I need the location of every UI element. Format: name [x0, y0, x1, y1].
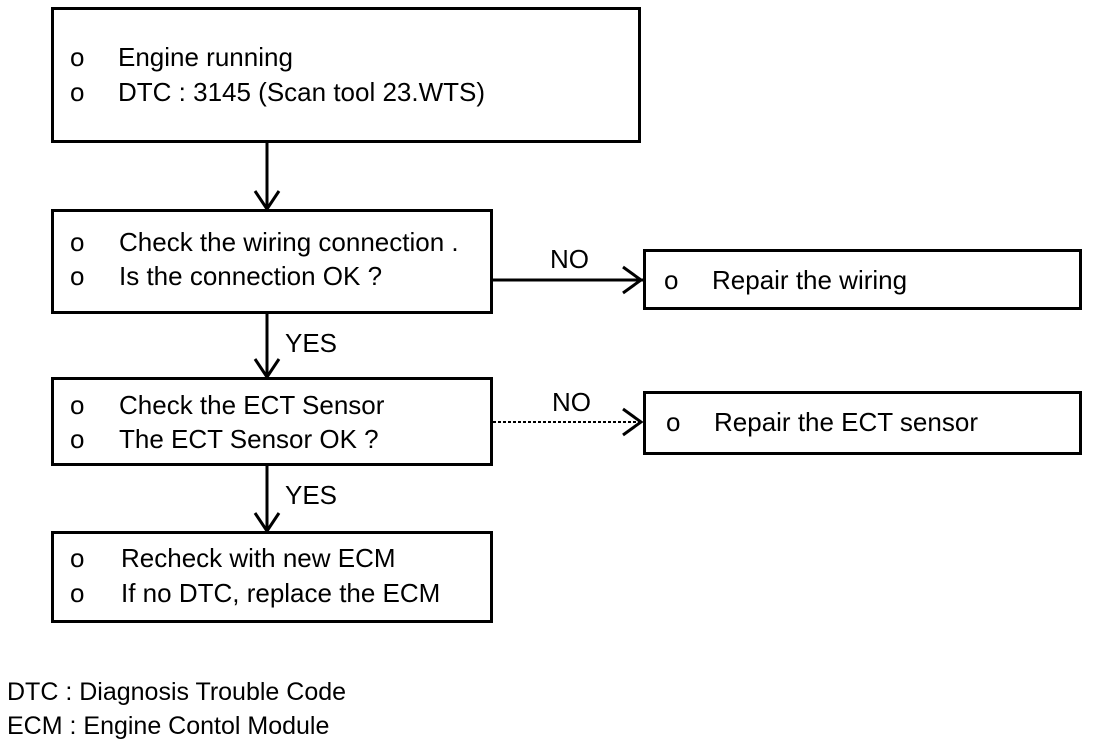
legend-ecm: ECM : Engine Contol Module	[7, 712, 330, 740]
arrow-start-to-wiring	[253, 143, 281, 212]
arrow-ect-no	[493, 407, 644, 437]
bullet: o	[666, 407, 681, 437]
ect-check-box: o Check the ECT Sensor o The ECT Sensor …	[51, 377, 493, 466]
wiring-check-line-2: Is the connection OK ?	[119, 261, 383, 291]
bullet: o	[70, 42, 85, 72]
bullet: o	[70, 543, 85, 573]
wiring-yes-label: YES	[285, 328, 338, 358]
bullet: o	[70, 227, 85, 257]
repair-ect-line: Repair the ECT sensor	[714, 407, 978, 437]
legend-dtc: DTC : Diagnosis Trouble Code	[7, 678, 347, 706]
ect-yes-label: YES	[285, 480, 338, 510]
bullet: o	[70, 424, 85, 454]
arrow-wiring-yes	[253, 314, 281, 380]
wiring-check-box: o Check the wiring connection . o Is the…	[51, 209, 493, 314]
arrow-ect-yes	[253, 466, 281, 534]
ect-check-line-2: The ECT Sensor OK ?	[119, 424, 379, 454]
repair-wiring-box: o Repair the wiring	[643, 249, 1082, 310]
start-box: o Engine running o DTC : 3145 (Scan tool…	[51, 7, 641, 143]
repair-wiring-line: Repair the wiring	[712, 265, 908, 295]
start-line-2: DTC : 3145 (Scan tool 23.WTS)	[118, 77, 486, 107]
bullet: o	[70, 261, 85, 291]
ecm-recheck-line-2: If no DTC, replace the ECM	[121, 578, 441, 608]
wiring-no-label: NO	[550, 244, 589, 274]
ecm-recheck-box: o Recheck with new ECM o If no DTC, repl…	[51, 531, 493, 623]
bullet: o	[70, 390, 85, 420]
bullet: o	[664, 265, 679, 295]
ecm-recheck-line-1: Recheck with new ECM	[121, 543, 396, 573]
bullet: o	[70, 77, 85, 107]
bullet: o	[70, 578, 85, 608]
ect-no-label: NO	[552, 387, 591, 417]
repair-ect-box: o Repair the ECT sensor	[643, 391, 1082, 455]
wiring-check-line-1: Check the wiring connection .	[119, 227, 459, 257]
ect-check-line-1: Check the ECT Sensor	[119, 390, 385, 420]
arrow-wiring-no	[493, 265, 644, 295]
start-line-1: Engine running	[118, 42, 293, 72]
